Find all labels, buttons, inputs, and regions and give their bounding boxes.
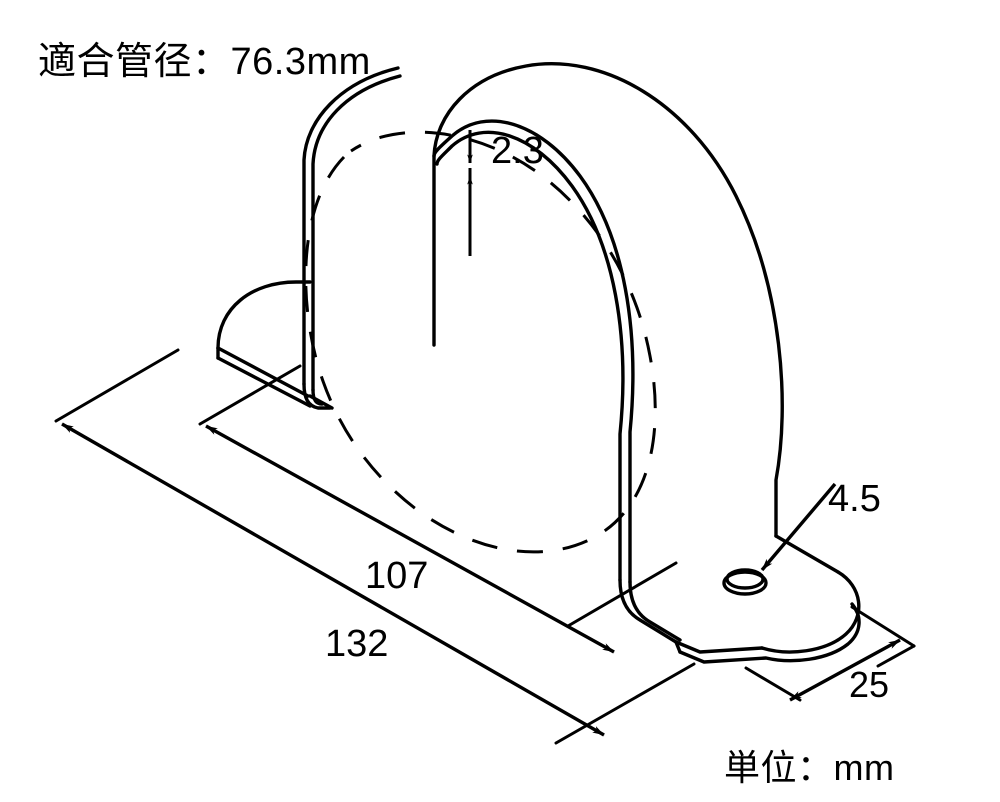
hidden-pipe-outline [304,130,657,554]
dimension-label-2-3: 2.3 [491,130,544,172]
dimension-label-107: 107 [365,555,428,597]
unit-note: 単位：mm [724,747,894,788]
dimension-label-132: 132 [325,623,388,665]
dimension-label-25: 25 [849,664,889,705]
page-title: 適合管径：76.3mm [38,41,371,83]
mounting-hole-outer [722,570,768,596]
dimension-line-25 [789,638,901,702]
dimension-line-132 [61,422,605,737]
dimension-label-4-5: 4.5 [828,478,881,520]
leader-line-4-5 [760,482,837,572]
left-leg-and-foot [216,66,402,410]
saddle-band-body [432,62,784,584]
mounting-hole-inner [725,568,765,590]
